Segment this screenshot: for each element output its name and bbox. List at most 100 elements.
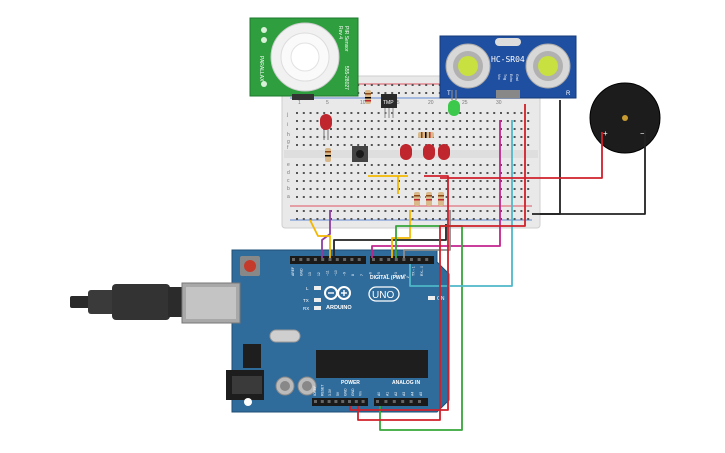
col-label-20: 20 bbox=[428, 100, 434, 106]
pin-label: A0 bbox=[377, 392, 381, 396]
pin-label: AREF bbox=[291, 267, 295, 276]
pin-label: Vin bbox=[359, 391, 363, 396]
col-label-10: 10 bbox=[360, 100, 366, 106]
pin-label: A5 bbox=[419, 392, 423, 396]
row-label-a: a bbox=[287, 194, 290, 200]
ultrasonic-sensor: HC-SR04 T R Vcc Trig Echo Gnd bbox=[439, 35, 577, 99]
piezo-buzzer: + − bbox=[589, 82, 661, 154]
pin-label: 4 bbox=[386, 274, 390, 276]
row-label-h: h bbox=[287, 132, 290, 138]
pin-label: GND bbox=[343, 388, 347, 396]
pir-label-3: PARALLAX bbox=[258, 56, 264, 82]
wire-red-1 bbox=[357, 104, 526, 421]
atmega-chip bbox=[316, 350, 428, 378]
pin-label: 5V bbox=[336, 391, 340, 396]
resistor-2 bbox=[418, 132, 434, 138]
tmp-label: TMP bbox=[383, 100, 394, 106]
pin-trig-label: Trig bbox=[503, 74, 507, 80]
resistor-6 bbox=[438, 192, 444, 206]
header-analog bbox=[374, 398, 428, 406]
led-green bbox=[448, 90, 460, 116]
header-power bbox=[312, 398, 368, 406]
led-red-1 bbox=[320, 114, 332, 140]
pin-label: ~5 bbox=[377, 272, 381, 276]
pin-label: ~3 bbox=[394, 272, 398, 276]
wire-purple bbox=[321, 210, 331, 258]
pin-label: 2 bbox=[403, 274, 407, 276]
pin-label: IOREF bbox=[313, 386, 317, 396]
analog-header-label: ANALOG IN bbox=[392, 380, 420, 386]
wire-black-3 bbox=[532, 130, 646, 215]
row-label-c: c bbox=[287, 178, 290, 184]
row-label-f: f bbox=[287, 145, 289, 151]
wire-black-2 bbox=[540, 100, 561, 215]
wire-cyan bbox=[409, 120, 513, 287]
brand-label: ARDUINO bbox=[326, 305, 352, 311]
pin-label: 12 bbox=[317, 272, 321, 276]
pin-label: ~11 bbox=[325, 270, 329, 276]
wires bbox=[309, 100, 646, 431]
row-label-j: j bbox=[286, 112, 288, 118]
header-digital-low bbox=[370, 256, 434, 264]
hc-sr04-label: HC-SR04 bbox=[491, 55, 525, 64]
pin-label: 8 bbox=[351, 274, 355, 276]
pin-echo-label: Echo bbox=[509, 74, 513, 82]
pin-label: 13 bbox=[308, 272, 312, 276]
pir-label-4: 555-28027 bbox=[343, 66, 349, 90]
pin-label: ~10 bbox=[334, 270, 338, 276]
resistor-4 bbox=[414, 192, 420, 206]
buzzer-plus-label: + bbox=[603, 129, 608, 138]
led-rx-label: RX bbox=[303, 306, 309, 311]
arduino-board bbox=[231, 249, 450, 413]
buzzer-minus-label: − bbox=[640, 129, 645, 138]
row-label-g: g bbox=[287, 139, 290, 145]
power-header-label: POWER bbox=[341, 380, 360, 386]
pin-label: GND bbox=[300, 268, 304, 276]
arduino-uno: L TX RX ON ARDUINO UNO DIGITAL (PWM ~) P… bbox=[70, 249, 450, 413]
col-label-1: 1 bbox=[298, 100, 301, 106]
col-label-25: 25 bbox=[462, 100, 468, 106]
header-digital-high bbox=[290, 256, 366, 264]
pin-label: ~6 bbox=[368, 272, 372, 276]
wire-red-2 bbox=[440, 132, 603, 179]
row-label-b: b bbox=[287, 186, 290, 192]
breadboard-components: TMP bbox=[320, 90, 460, 206]
usb-plug bbox=[112, 284, 170, 320]
push-button[interactable] bbox=[352, 146, 368, 162]
pin-label: RX←0 bbox=[420, 266, 424, 276]
pin-label: A1 bbox=[385, 392, 389, 396]
led-tx-label: TX bbox=[303, 298, 309, 303]
col-label-30: 30 bbox=[496, 100, 502, 106]
wire-magenta-1 bbox=[371, 120, 501, 258]
pir-sensor: PIR Sensor Rev 4 PARALLAX 555-28027 bbox=[249, 17, 359, 100]
model-label: UNO bbox=[372, 290, 394, 301]
resistor-5 bbox=[426, 192, 432, 206]
wire-yellow-1 bbox=[309, 219, 331, 258]
pin-label: 7 bbox=[360, 274, 364, 276]
r-label: R bbox=[566, 91, 571, 97]
pin-label: GND bbox=[351, 388, 355, 396]
pin-vcc-label: Vcc bbox=[497, 74, 501, 80]
pin-label: ~9 bbox=[343, 272, 347, 276]
row-label-e: e bbox=[287, 162, 290, 168]
temperature-sensor: TMP bbox=[381, 94, 397, 118]
led-l-label: L bbox=[306, 286, 309, 291]
col-label-5: 5 bbox=[326, 100, 329, 106]
led-red-3 bbox=[423, 144, 435, 160]
led-red-2 bbox=[400, 144, 412, 160]
wire-gray bbox=[403, 210, 451, 258]
led-red-4 bbox=[438, 144, 450, 160]
wire-black-1 bbox=[333, 224, 447, 258]
pir-label-2: Rev 4 bbox=[337, 26, 343, 39]
row-label-i: i bbox=[287, 122, 288, 128]
arduino-logo-icon bbox=[324, 286, 351, 300]
pin-gnd-label: Gnd bbox=[515, 74, 519, 81]
usb-plug-tip bbox=[70, 296, 90, 308]
pir-label-1: PIR Sensor bbox=[343, 26, 349, 52]
digital-header-label: DIGITAL (PWM ~) bbox=[370, 275, 411, 281]
on-led-label: ON bbox=[437, 296, 445, 302]
wire-green-1 bbox=[379, 225, 463, 431]
pin-label: A3 bbox=[402, 392, 406, 396]
pin-label: TX→1 bbox=[411, 266, 415, 276]
